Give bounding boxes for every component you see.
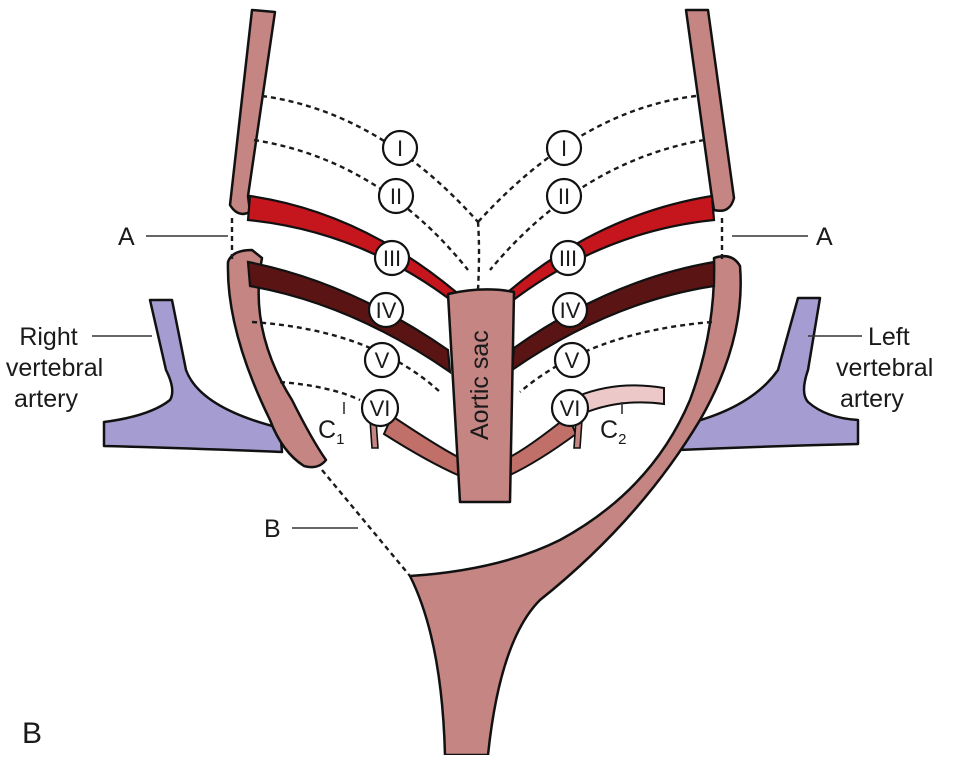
aortic-sac-label: Aortic sac <box>466 330 494 440</box>
arch-label-ii-right: II <box>390 184 402 209</box>
arch-label-i-left: I <box>561 136 567 161</box>
arch-label-iii-left: III <box>559 246 577 271</box>
right-sixth-arch <box>384 416 460 476</box>
left-dorsal-aorta-upper <box>686 10 734 211</box>
arch-label-iii-right: III <box>383 246 401 271</box>
label-a-right: A <box>816 223 833 251</box>
arch-label-vi-left: VI <box>560 396 581 421</box>
arch-label-ii-left: II <box>558 184 570 209</box>
arch-label-i-right: I <box>397 136 403 161</box>
panel-label: B <box>22 717 42 750</box>
arch-label-iv-left: IV <box>560 298 581 323</box>
label-c1: C1 <box>318 416 344 448</box>
arch-label-v-right: V <box>375 348 390 373</box>
right-dorsal-aorta-upper <box>230 10 275 214</box>
arch-label-iv-right: IV <box>376 298 397 323</box>
label-b: B <box>264 515 281 543</box>
arch-label-v-left: V <box>565 348 580 373</box>
arch-label-vi-right: VI <box>370 396 391 421</box>
label-a-left: A <box>118 223 135 251</box>
right-third-arch <box>248 196 466 312</box>
left-sixth-arch-distal <box>578 385 664 414</box>
label-c2: C2 <box>600 416 626 448</box>
